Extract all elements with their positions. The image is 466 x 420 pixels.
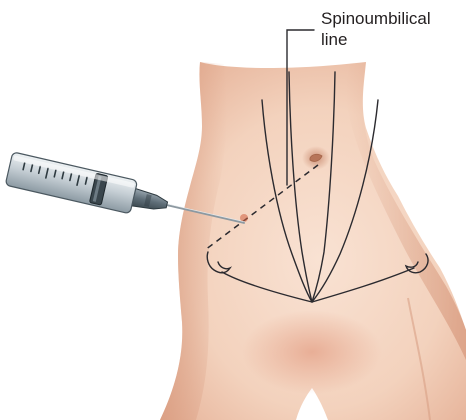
annotation-label-line-2: line	[321, 30, 347, 50]
lower-abdomen-shading	[242, 310, 382, 394]
annotation-label-line-1: Spinoumbilical	[321, 9, 431, 29]
